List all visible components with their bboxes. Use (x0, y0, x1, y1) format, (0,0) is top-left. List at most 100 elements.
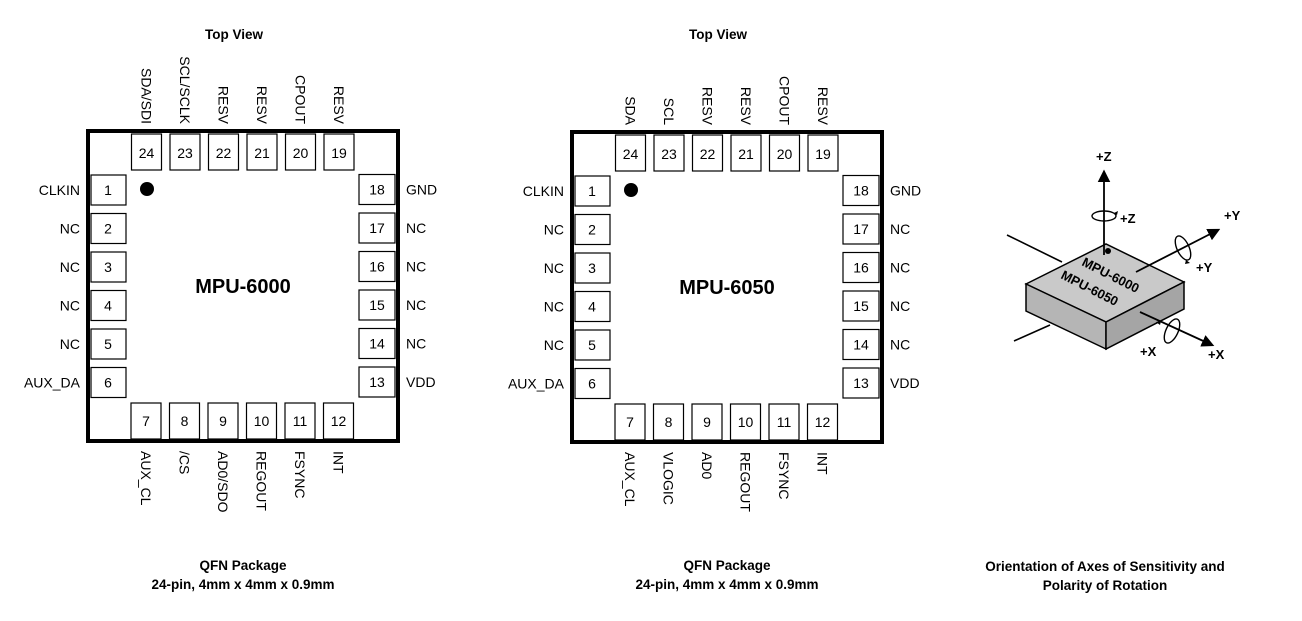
pin-pad (358, 173, 396, 206)
x-rotation-arrow-icon (1156, 321, 1161, 325)
pin-number: 14 (853, 337, 869, 353)
z-rotation-label: +Z (1120, 211, 1136, 226)
pin-pad (842, 328, 880, 361)
pin-pad (358, 250, 396, 283)
top-view-label: Top View (689, 27, 748, 42)
pin-number: 12 (815, 414, 831, 430)
pin-pad (729, 403, 762, 441)
pin-name: INT (815, 452, 831, 475)
pin-name: NC (406, 297, 426, 313)
pin-number: 8 (181, 413, 189, 429)
pin-pad (169, 133, 201, 171)
pin-pad (90, 251, 127, 283)
z-rotation-icon (1091, 210, 1117, 222)
x-rotation-icon (1163, 318, 1181, 344)
pin-number: 21 (738, 146, 754, 162)
pin-name: SDA/SDI (139, 68, 155, 124)
pin-number: 15 (853, 298, 869, 314)
pin-pad (90, 366, 127, 399)
pin-number: 10 (254, 413, 270, 429)
pin-name: RESV (254, 86, 270, 125)
pin-number: 3 (104, 259, 112, 275)
pin-pad (90, 212, 127, 245)
pin-name: AUX_CL (138, 451, 154, 506)
pin-pad (358, 366, 396, 398)
pin-number: 1 (588, 183, 596, 199)
pin-pad (90, 174, 127, 206)
orientation-diagram: MPU-6000 MPU-6050 +Z +Z +Y +Y +X +X Orie… (985, 149, 1240, 593)
pin-number: 16 (369, 259, 385, 275)
pin-number: 15 (369, 297, 385, 313)
pin-name: FSYNC (292, 451, 308, 498)
pin-pad (842, 213, 880, 245)
pin-name: AD0/SDO (215, 451, 231, 513)
pin-name: NC (60, 298, 80, 314)
x-axis-arrow (1139, 311, 1215, 347)
pin-name: CLKIN (523, 183, 564, 199)
pin1-marker (140, 182, 154, 196)
pin-name: NC (406, 336, 426, 352)
pin-pad (246, 133, 278, 171)
pin-name: NC (544, 337, 564, 353)
pin-number: 18 (853, 183, 869, 199)
pin-name: SCL/SCLK (177, 56, 193, 124)
pin-number: 14 (369, 336, 385, 352)
pin-number: 1 (104, 182, 112, 198)
pin-name: AUX_DA (24, 375, 81, 391)
pin-number: 19 (331, 145, 347, 161)
pin-name: NC (60, 336, 80, 352)
pin-name: NC (544, 260, 564, 276)
pin-name: NC (544, 222, 564, 238)
pin-name: NC (406, 220, 426, 236)
pin-name: SCL (661, 98, 677, 125)
pin-pad (806, 403, 839, 441)
pin-number: 2 (104, 221, 112, 237)
pin-name: NC (544, 299, 564, 315)
pin-pad (691, 403, 723, 441)
package-caption-line1: QFN Package (199, 558, 287, 573)
pin-name: REGOUT (738, 452, 754, 512)
pin-name: AUX_CL (622, 452, 638, 507)
pin-pad (842, 367, 880, 399)
pin-name: FSYNC (776, 452, 792, 499)
pin-pad (358, 327, 396, 360)
pin-pad (574, 252, 611, 284)
pin-number: 23 (661, 146, 677, 162)
pin-pad (574, 367, 611, 400)
package-body (86, 129, 400, 443)
y-rotation-label: +Y (1196, 260, 1213, 275)
pin-number: 21 (254, 145, 270, 161)
pin-number: 11 (293, 413, 308, 429)
pin-pad (768, 403, 800, 441)
pin-number: 6 (104, 375, 112, 391)
axis-line-back (1006, 234, 1063, 263)
package-caption-line2: 24-pin, 4mm x 4mm x 0.9mm (635, 577, 818, 592)
pin-name: NC (890, 221, 910, 237)
pin-number: 6 (588, 376, 596, 392)
z-rotation-arrow-icon (1114, 211, 1118, 215)
pin-pad (245, 402, 278, 440)
pin-pad (90, 328, 127, 360)
pin-pad (207, 133, 240, 171)
top-view-label: Top View (205, 27, 264, 42)
pin-name: NC (890, 260, 910, 276)
pin-pad (284, 402, 316, 440)
pin-pad (574, 175, 611, 207)
pin-name: SDA (623, 96, 639, 125)
pin-number: 16 (853, 260, 869, 276)
pin-pad (358, 212, 396, 244)
y-rotation-icon (1174, 235, 1192, 261)
pin-number: 4 (104, 298, 112, 314)
pin-pad (130, 133, 163, 171)
pin-number: 19 (815, 146, 831, 162)
pin-pad (574, 213, 611, 246)
pin-number: 5 (104, 336, 112, 352)
y-axis-label: +Y (1224, 208, 1241, 223)
pin-pad (284, 133, 317, 171)
pin-name: NC (890, 298, 910, 314)
pin-number: 7 (142, 413, 150, 429)
orientation-caption-line2: Polarity of Rotation (1043, 578, 1168, 593)
pin-name: VLOGIC (661, 452, 677, 505)
pin-pad (130, 402, 162, 440)
